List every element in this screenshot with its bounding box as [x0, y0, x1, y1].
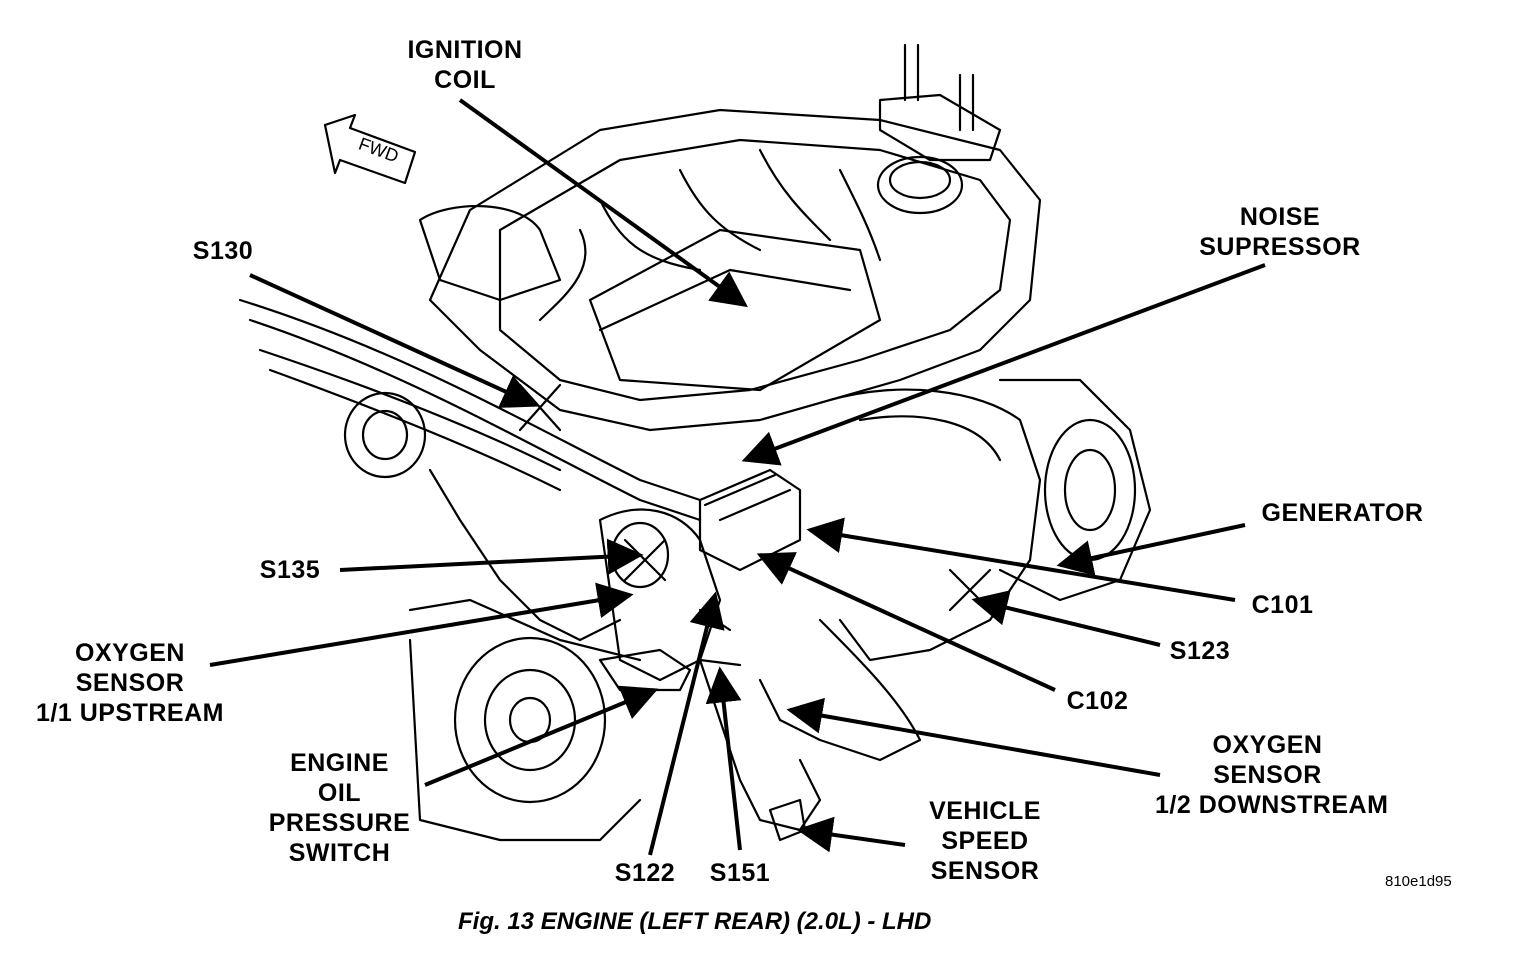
- label-ignition-coil-line1: IGNITION: [407, 36, 523, 64]
- label-oxygen-downstream-line3: 1/2 DOWNSTREAM: [1155, 791, 1389, 819]
- label-oxygen-downstream-line2: SENSOR: [1213, 761, 1322, 789]
- label-oxygen-downstream-line1: OXYGEN: [1212, 731, 1323, 759]
- label-vehicle-speed-line1: VEHICLE: [929, 797, 1041, 825]
- label-vehicle-speed-line2: SPEED: [941, 827, 1029, 855]
- label-ignition-coil-line2: COIL: [434, 66, 496, 94]
- label-noise-supressor-line1: NOISE: [1239, 203, 1321, 231]
- label-engine-oil-pressure-switch: ENGINE OIL PRESSURE SWITCH: [262, 748, 417, 868]
- label-oxygen-upstream-line3: 1/1 UPSTREAM: [36, 699, 224, 727]
- label-vehicle-speed-sensor: VEHICLE SPEED SENSOR: [910, 796, 1060, 886]
- label-oxygen-sensor-downstream: OXYGEN SENSOR 1/2 DOWNSTREAM: [1155, 730, 1389, 820]
- label-c102: C102: [1066, 687, 1129, 715]
- label-s135: S135: [259, 556, 321, 584]
- label-engine-oil-line2: OIL: [317, 779, 362, 807]
- label-s130: S130: [192, 237, 254, 265]
- label-s151: S151: [709, 859, 771, 887]
- label-ignition-coil: IGNITION COIL: [390, 35, 540, 95]
- label-c101: C101: [1251, 591, 1314, 619]
- label-s123: S123: [1169, 637, 1231, 665]
- label-generator: GENERATOR: [1261, 499, 1424, 527]
- label-engine-oil-line1: ENGINE: [290, 749, 389, 777]
- label-oxygen-upstream-line1: OXYGEN: [75, 639, 185, 667]
- figure-id: 810e1d95: [1385, 873, 1452, 890]
- label-vehicle-speed-line3: SENSOR: [930, 857, 1040, 885]
- label-engine-oil-line4: SWITCH: [288, 839, 391, 867]
- label-oxygen-sensor-upstream: OXYGEN SENSOR 1/1 UPSTREAM: [15, 638, 245, 728]
- label-noise-supressor-line2: SUPRESSOR: [1199, 233, 1361, 261]
- label-oxygen-upstream-line2: SENSOR: [75, 669, 185, 697]
- label-s122: S122: [614, 859, 676, 887]
- label-engine-oil-line3: PRESSURE: [268, 809, 411, 837]
- label-noise-supressor: NOISE SUPRESSOR: [1185, 202, 1375, 262]
- figure-caption: Fig. 13 ENGINE (LEFT REAR) (2.0L) - LHD: [458, 908, 932, 935]
